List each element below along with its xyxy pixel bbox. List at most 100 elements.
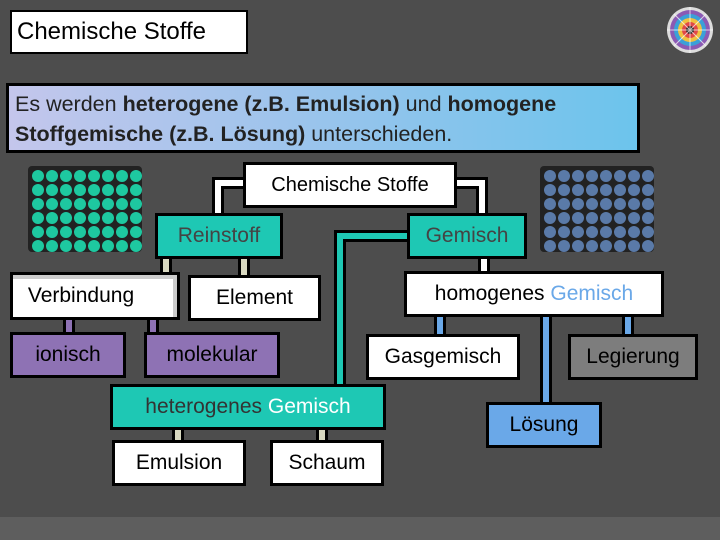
grid-dot [130,170,142,182]
grid-dot [558,198,570,210]
grid-dot [600,184,612,196]
node-verbindung: Verbindung [10,272,180,320]
node-chemische-stoffe: Chemische Stoffe [243,162,457,208]
grid-dot [586,212,598,224]
node-element: Element [188,275,321,321]
grid-dot [32,198,44,210]
grid-dot [74,226,86,238]
page-title-box: Chemische Stoffe [10,10,248,54]
grid-dot [642,212,654,224]
node-heterogenes-gemisch: heterogenes Gemisch [110,384,386,430]
grid-dot [46,212,58,224]
grid-dot [642,198,654,210]
grid-dot [46,170,58,182]
grid-dot [558,240,570,252]
node-emulsion: Emulsion [112,440,246,486]
grid-dot [32,184,44,196]
grid-dot [130,240,142,252]
grid-dot [130,212,142,224]
grid-dot [130,226,142,238]
node-molekular: molekular [144,332,280,378]
node-heterogenes-label-b: Gemisch [267,395,351,418]
grid-dot [130,184,142,196]
grid-dot [60,198,72,210]
grid-dot [116,170,128,182]
grid-dot [116,226,128,238]
node-schaum: Schaum [270,440,384,486]
node-legierung: Legierung [568,334,698,380]
grid-dot [102,212,114,224]
grid-dot [572,184,584,196]
grid-dot [628,198,640,210]
grid-dot [642,226,654,238]
intro-box: Es werden heterogene (z.B. Emulsion) und… [6,83,640,153]
grid-dot [600,198,612,210]
grid-dot [586,170,598,182]
grid-dot [614,170,626,182]
grid-dot [46,240,58,252]
grid-dot [572,170,584,182]
grid-dot [116,198,128,210]
grid-dot [600,226,612,238]
dot-grid-blue-icon [540,166,654,252]
node-gasgemisch: Gasgemisch [366,334,520,380]
grid-dot [572,226,584,238]
grid-dot [628,226,640,238]
grid-dot [88,240,100,252]
grid-dot [572,212,584,224]
grid-dot [600,212,612,224]
grid-dot [614,240,626,252]
grid-dot [46,226,58,238]
grid-dot [642,170,654,182]
node-ionisch: ionisch [10,332,126,378]
node-homogenes-gemisch: homogenes Gemisch [404,271,664,317]
grid-dot [46,184,58,196]
grid-dot [572,240,584,252]
grid-dot [628,184,640,196]
grid-dot [46,198,58,210]
grid-dot [628,240,640,252]
grid-dot [544,198,556,210]
grid-dot [116,184,128,196]
node-heterogenes-label-a: heterogenes [145,395,268,418]
grid-dot [74,212,86,224]
grid-dot [102,170,114,182]
grid-dot [102,240,114,252]
grid-dot [60,212,72,224]
logo-wheel-icon [666,6,714,54]
grid-dot [32,226,44,238]
grid-dot [544,240,556,252]
intro-text-4: homogene Stoffgemische (z.B. Lösung) [15,92,557,146]
grid-dot [586,240,598,252]
grid-dot [116,240,128,252]
grid-dot [558,226,570,238]
intro-text-3: und [399,92,448,116]
grid-dot [32,240,44,252]
intro-text-1: Es werden [15,92,123,116]
grid-dot [558,184,570,196]
grid-dot [628,170,640,182]
grid-dot [586,226,598,238]
dot-grid-green-icon [28,166,142,252]
grid-dot [74,170,86,182]
intro-text-5: unterschieden. [305,122,453,146]
node-homogenes-label-a: homogenes [434,282,551,305]
grid-dot [544,184,556,196]
grid-dot [60,184,72,196]
grid-dot [558,170,570,182]
grid-dot [544,170,556,182]
grid-dot [32,212,44,224]
node-reinstoff: Reinstoff [155,213,283,259]
node-homogenes-label-b: Gemisch [550,282,634,305]
grid-dot [60,240,72,252]
grid-dot [88,198,100,210]
grid-dot [614,226,626,238]
intro-text-2: heterogene (z.B. Emulsion) [122,92,400,116]
grid-dot [88,184,100,196]
grid-dot [628,212,640,224]
grid-dot [572,198,584,210]
grid-dot [544,212,556,224]
grid-dot [74,240,86,252]
grid-dot [88,226,100,238]
